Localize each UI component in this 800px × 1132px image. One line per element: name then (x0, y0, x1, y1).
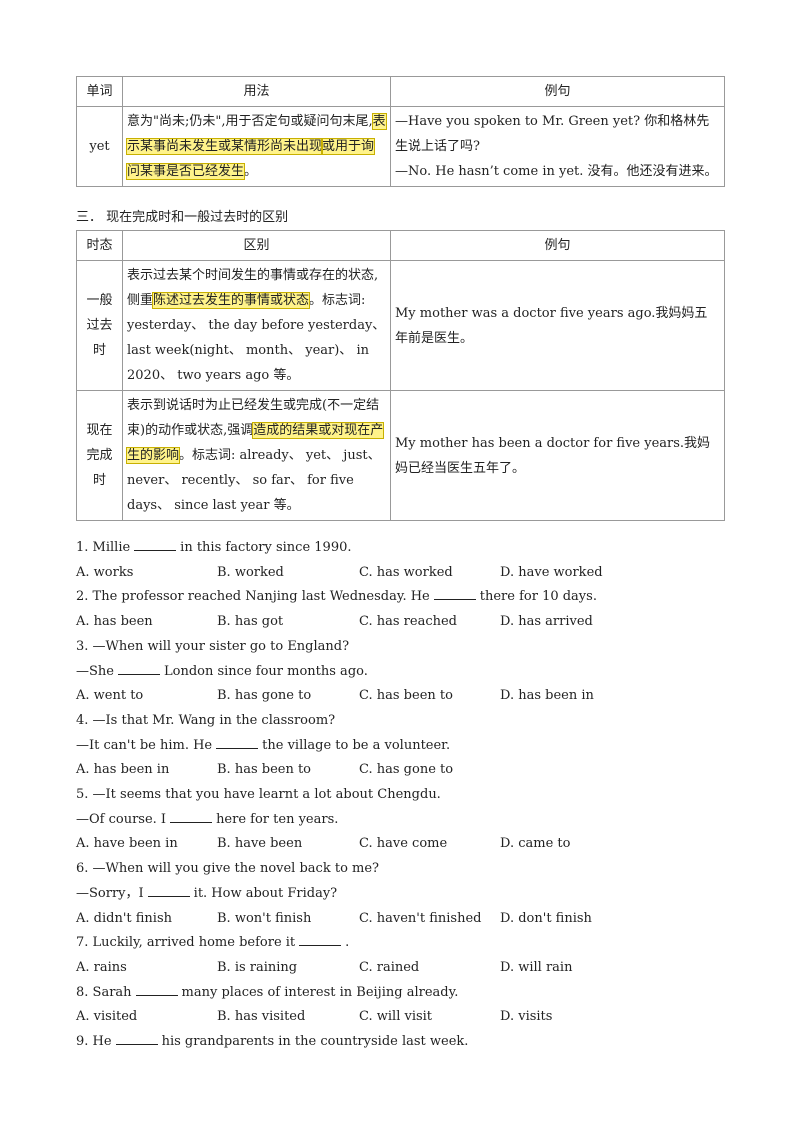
option-d[interactable]: D. has been in (500, 688, 594, 704)
question-text: 2. The professor reached Nanjing last We… (76, 587, 597, 605)
answer-blank[interactable] (115, 1032, 158, 1045)
option-d[interactable]: D. has arrived (500, 614, 593, 630)
option-c[interactable]: C. has been to (359, 688, 453, 704)
tense-cell: 现在完成时 (76, 390, 123, 521)
answer-options: A. rains B. is raining C. rained D. will ra… (76, 960, 724, 980)
example-cell: My mother has been a doctor for five yea… (390, 390, 725, 521)
answer-options: A. didn't finish B. won't finish C. haven'… (76, 911, 724, 931)
header-tense: 时态 (76, 230, 123, 261)
option-a[interactable]: A. has been in (76, 762, 170, 778)
answer-blank[interactable] (117, 662, 160, 675)
option-c[interactable]: C. haven't finished (359, 910, 482, 926)
section-title: 三． 现在完成时和一般过去时的区别 (76, 210, 289, 225)
answer-options: A. works B. worked C. has worked D. have wo… (76, 565, 724, 585)
option-c[interactable]: C. will visit (359, 1009, 433, 1025)
question-text: 7. Luckily, arrived home before it. (76, 933, 350, 951)
option-a[interactable]: A. has been (76, 614, 153, 630)
option-a[interactable]: A. rains (76, 959, 127, 975)
option-d[interactable]: D. have worked (500, 564, 603, 580)
option-b[interactable]: B. worked (217, 564, 284, 580)
header-example: 例句 (390, 76, 725, 107)
option-c[interactable]: C. has gone to (359, 762, 454, 778)
option-c[interactable]: C. has worked (359, 564, 453, 580)
answer-options: A. visited B. has visited C. will visit D. … (76, 1009, 724, 1029)
option-d[interactable]: D. visits (500, 1009, 553, 1025)
option-a[interactable]: A. works (76, 564, 134, 580)
question-text: 4. —Is that Mr. Wang in the classroom? (76, 712, 336, 728)
option-b[interactable]: B. has visited (217, 1009, 306, 1025)
answer-blank[interactable] (433, 587, 476, 601)
option-c[interactable]: C. have come (359, 836, 448, 852)
tense-cell: 一般过去时 (76, 260, 123, 391)
answer-blank[interactable] (134, 538, 177, 551)
option-d[interactable]: D. will rain (500, 959, 573, 975)
option-b[interactable]: B. have been (217, 836, 303, 852)
header-word: 单词 (76, 76, 123, 107)
answer-blank[interactable] (147, 884, 190, 897)
answer-options: A. has been in B. has been to C. has gone … (76, 762, 724, 782)
option-c[interactable]: C. rained (359, 959, 420, 975)
yet-usage-table: 单词 用法 例句 yet 意为"尚未;仍未",用于否定句或疑问句末尾,表示某事尚… (76, 76, 725, 187)
option-b[interactable]: B. won't finish (217, 910, 312, 926)
answer-options: A. went to B. has gone to C. has been to D.… (76, 688, 724, 708)
header-usage: 用法 (122, 76, 391, 107)
option-c[interactable]: C. has reached (359, 614, 458, 630)
option-a[interactable]: A. didn't finish (76, 910, 173, 926)
option-b[interactable]: B. has gone to (217, 688, 312, 704)
answer-blank[interactable] (170, 810, 213, 823)
option-b[interactable]: B. has got (217, 614, 284, 630)
answer-options: A. has been B. has got C. has reached D. ha… (76, 614, 724, 634)
diff-cell: 表示过去某个时间发生的事情或存在的状态,侧重陈述过去发生的事情或状态。标志词: … (122, 260, 391, 391)
tense-comparison-table: 时态 区别 例句 一般过去时 表示过去某个时间发生的事情或存在的状态,侧重陈述过… (76, 230, 725, 521)
question-text: 5. —It seems that you have learnt a lot … (76, 787, 441, 802)
option-b[interactable]: B. has been to (217, 762, 312, 778)
option-d[interactable]: D. came to (500, 836, 571, 852)
word-cell: yet (76, 106, 123, 187)
option-b[interactable]: B. is raining (217, 959, 298, 975)
answer-blank[interactable] (299, 933, 342, 947)
answer-blank[interactable] (216, 736, 259, 749)
header-example: 例句 (390, 230, 725, 261)
example-cell: —Have you spoken to Mr. Green yet? 你和格林先… (390, 106, 725, 187)
answer-options: A. have been in B. have been C. have come D… (76, 836, 724, 856)
option-a[interactable]: A. visited (76, 1009, 138, 1025)
option-a[interactable]: A. have been in (76, 836, 178, 852)
diff-cell: 表示到说话时为止已经发生或完成(不一定结束)的动作或状态,强调造成的结果或对现在… (122, 390, 391, 521)
option-a[interactable]: A. went to (76, 688, 144, 704)
header-diff: 区别 (122, 230, 391, 261)
usage-cell: 意为"尚未;仍未",用于否定句或疑问句末尾,表示某事尚未发生或某情形尚未出现或用… (122, 106, 391, 187)
answer-blank[interactable] (135, 983, 178, 996)
question-text: 3. —When will your sister go to England? (76, 638, 350, 654)
option-d[interactable]: D. don't finish (500, 910, 592, 926)
question-text: 6. —When will you give the novel back to… (76, 861, 380, 877)
diff-highlight: 陈述过去发生的事情或状态 (152, 292, 311, 309)
example-cell: My mother was a doctor five years ago.我妈… (390, 260, 725, 391)
